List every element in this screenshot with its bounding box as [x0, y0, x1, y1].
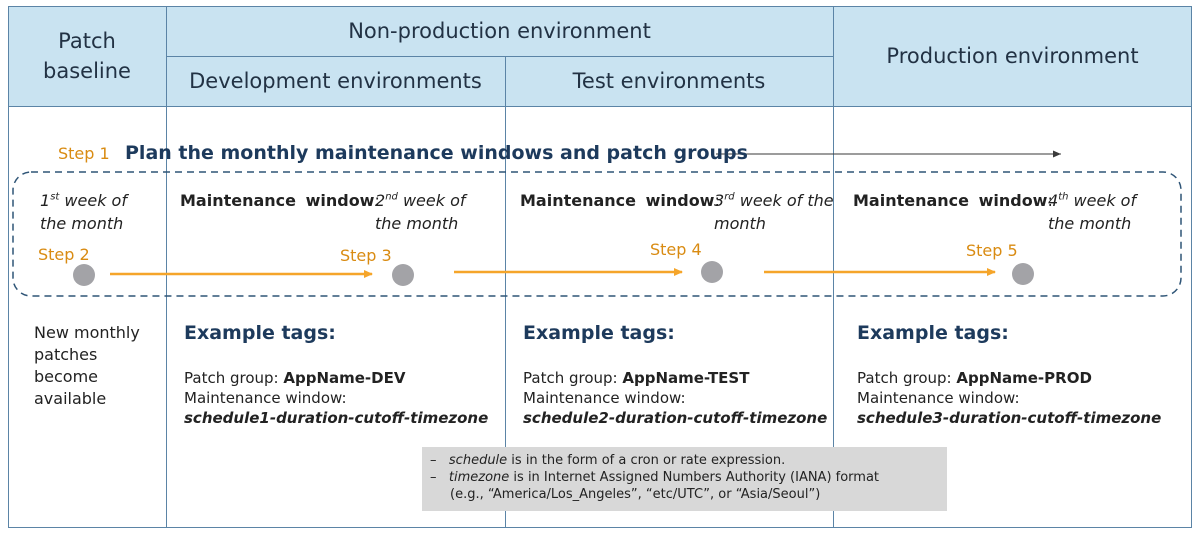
- note-dash-2: –: [430, 470, 437, 485]
- col-divider-1: [166, 6, 167, 528]
- baseline-week-num: 1: [40, 191, 51, 210]
- note-line-1-text: is in the form of a cron or rate express…: [507, 453, 786, 468]
- dev-schedule: schedule1-duration-cutoff-timezone: [184, 409, 489, 427]
- step1-title: Plan the monthly maintenance windows and…: [125, 142, 748, 164]
- prod-week-num: 4: [1048, 191, 1059, 210]
- header-nonprod: Non-production environment: [166, 6, 833, 56]
- test-mw-line: Maintenance window:: [523, 389, 686, 407]
- step1-label: Step 1: [58, 144, 110, 163]
- dev-week-sup: nd: [385, 191, 398, 203]
- note-line-2-text: is in Internet Assigned Numbers Authorit…: [509, 470, 880, 485]
- prod-example-title: Example tags:: [857, 322, 1009, 344]
- dev-pg-value: AppName-DEV: [283, 369, 406, 387]
- test-week-line2: month: [714, 214, 766, 233]
- test-maintenance-window: Maintenance window:: [520, 191, 720, 210]
- header-prod-label: Production environment: [886, 44, 1139, 68]
- header-nonprod-label: Non-production environment: [348, 19, 651, 43]
- dev-example-body: Patch group: AppName-DEV Maintenance win…: [184, 368, 488, 428]
- table-left-border: [8, 6, 9, 528]
- dev-mw-label: Maintenance window: [180, 191, 375, 210]
- header-dev: Development environments: [166, 56, 505, 106]
- note-dash-1: –: [430, 453, 437, 468]
- baseline-week: 1st week of the month: [40, 189, 127, 235]
- header-patch-baseline-label: Patch baseline: [43, 29, 131, 83]
- test-schedule: schedule2-duration-cutoff-timezone: [523, 409, 828, 427]
- test-pg-value: AppName-TEST: [622, 369, 750, 387]
- header-dev-label: Development environments: [189, 69, 482, 93]
- test-example-title: Example tags:: [523, 322, 675, 344]
- col-divider-2: [505, 56, 506, 528]
- step4-label: Step 4: [650, 240, 702, 259]
- baseline-week-rest: week of: [59, 191, 127, 210]
- step5-label: Step 5: [966, 241, 1018, 260]
- dev-week-line2: the month: [375, 214, 459, 233]
- dev-maintenance-window: Maintenance window:: [180, 191, 380, 210]
- baseline-week-line2: the month: [40, 214, 124, 233]
- test-mw-label: Maintenance window: [520, 191, 715, 210]
- test-week-num: 3: [714, 191, 725, 210]
- test-week-sup: rd: [724, 191, 735, 203]
- note-line-2: – timezone is in Internet Assigned Numbe…: [430, 469, 939, 486]
- dev-example-title: Example tags:: [184, 322, 336, 344]
- step5-dot: [1012, 263, 1034, 285]
- test-week-rest: week of the: [734, 191, 834, 210]
- prod-mw-line: Maintenance window:: [857, 389, 1020, 407]
- dev-week-num: 2: [375, 191, 386, 210]
- dev-mw-line: Maintenance window:: [184, 389, 347, 407]
- dev-week: 2nd week of the month: [375, 189, 466, 235]
- header-patch-baseline: Patch baseline: [8, 6, 166, 106]
- prod-example-body: Patch group: AppName-PROD Maintenance wi…: [857, 368, 1161, 428]
- step2-dot: [73, 264, 95, 286]
- test-example-body: Patch group: AppName-TEST Maintenance wi…: [523, 368, 827, 428]
- prod-week-line2: the month: [1048, 214, 1132, 233]
- prod-pg-label: Patch group:: [857, 369, 957, 387]
- header-test: Test environments: [505, 56, 833, 106]
- table-bottom-border: [8, 527, 1192, 528]
- prod-week: 4th week of the month: [1048, 189, 1136, 235]
- table-top-border: [8, 6, 1192, 7]
- note-schedule-term: schedule: [448, 453, 508, 468]
- header-mid-border: [166, 56, 833, 57]
- header-prod: Production environment: [833, 6, 1192, 106]
- note-line-3: (e.g., “America/Los_Angeles”, “etc/UTC”,…: [450, 487, 821, 502]
- step3-label: Step 3: [340, 246, 392, 265]
- prod-pg-value: AppName-PROD: [956, 369, 1092, 387]
- dev-week-rest: week of: [397, 191, 466, 210]
- step4-dot: [701, 261, 723, 283]
- maintenance-dashed-box: [12, 171, 1182, 297]
- dev-pg-label: Patch group:: [184, 369, 284, 387]
- test-week: 3rd week of the month: [714, 189, 834, 235]
- baseline-week-sup: st: [50, 191, 60, 203]
- note-timezone-term: timezone: [448, 470, 510, 485]
- prod-mw-label: Maintenance window: [853, 191, 1048, 210]
- format-note: – schedule is in the form of a cron or r…: [422, 447, 947, 511]
- table-right-border: [1191, 6, 1192, 528]
- prod-schedule: schedule3-duration-cutoff-timezone: [857, 409, 1162, 427]
- prod-week-rest: week of: [1068, 191, 1137, 210]
- step2-label: Step 2: [38, 245, 90, 264]
- prod-week-sup: th: [1058, 191, 1069, 203]
- header-test-label: Test environments: [572, 69, 766, 93]
- col-divider-3: [833, 6, 834, 528]
- note-line-1: – schedule is in the form of a cron or r…: [430, 452, 939, 469]
- prod-maintenance-window: Maintenance window:: [853, 191, 1053, 210]
- test-pg-label: Patch group:: [523, 369, 623, 387]
- header-bottom-border: [8, 106, 1192, 107]
- step3-dot: [392, 264, 414, 286]
- baseline-available-text: New monthly patches become available: [34, 323, 140, 408]
